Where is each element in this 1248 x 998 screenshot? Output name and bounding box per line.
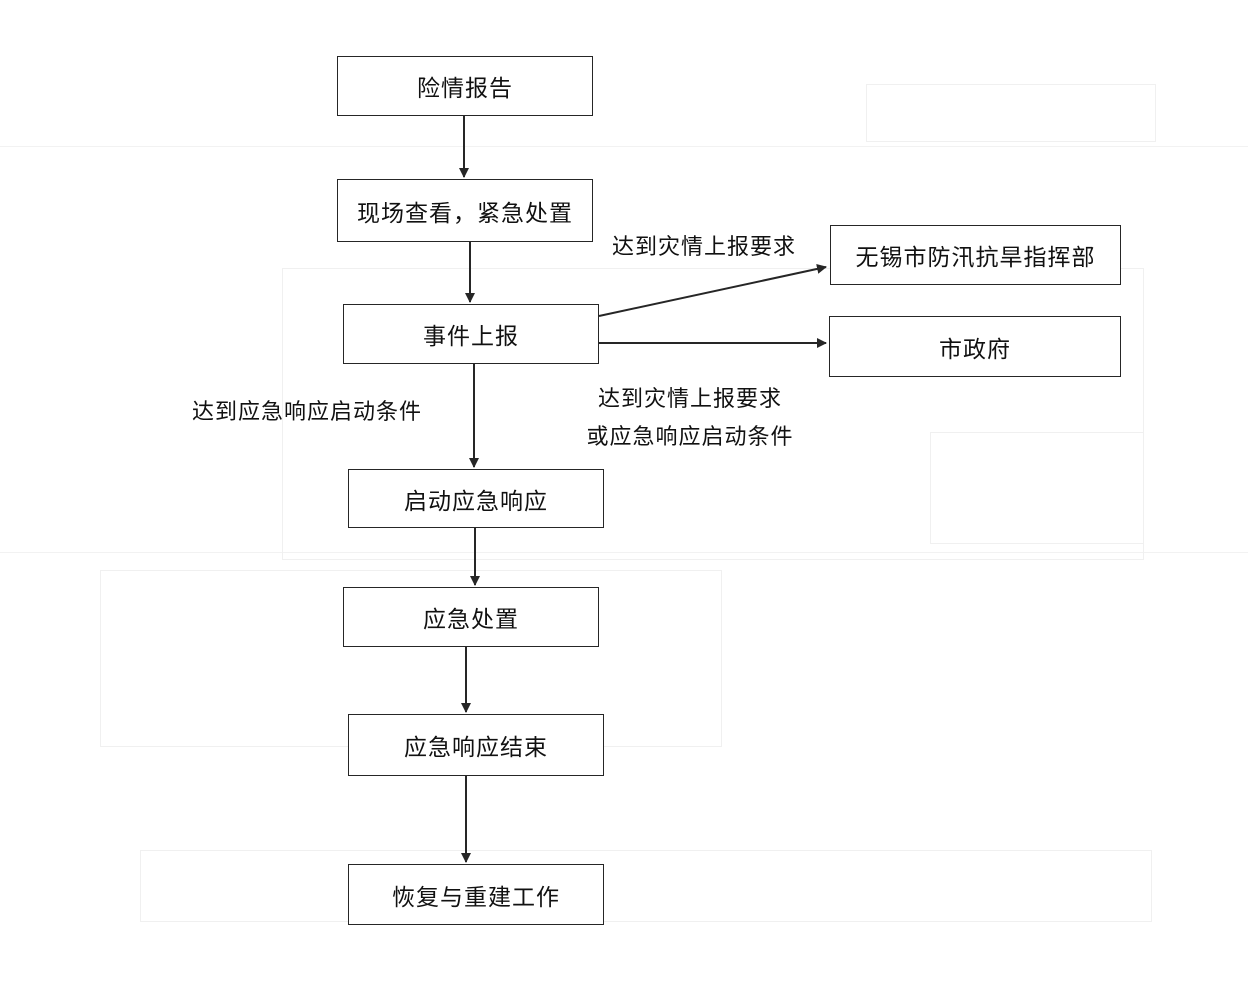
- node-flood-hq: 无锡市防汛抗旱指挥部: [830, 225, 1121, 285]
- node-event-report: 事件上报: [343, 304, 599, 364]
- edge-label-to-start-response: 达到应急响应启动条件: [192, 400, 423, 425]
- edge-label-to-city-gov-line1: 达到灾情上报要求: [597, 387, 783, 412]
- background-rule: [0, 552, 1248, 553]
- node-site-inspection: 现场查看，紧急处置: [337, 179, 593, 242]
- edge-label-to-city-gov-line2: 或应急响应启动条件: [586, 425, 794, 450]
- node-danger-report: 险情报告: [337, 56, 593, 116]
- background-ghost-box: [140, 850, 1152, 922]
- node-response-end: 应急响应结束: [348, 714, 604, 776]
- arrow-event-report-to-flood-hq: [598, 264, 827, 317]
- node-emergency-handling: 应急处置: [343, 587, 599, 647]
- edge-label-to-flood-hq: 达到灾情上报要求: [612, 235, 797, 260]
- node-start-response: 启动应急响应: [348, 469, 604, 528]
- background-rule: [0, 146, 1248, 147]
- node-city-gov: 市政府: [829, 316, 1121, 377]
- node-recovery: 恢复与重建工作: [348, 864, 604, 925]
- background-ghost-box: [866, 84, 1156, 142]
- background-ghost-box: [282, 268, 1144, 560]
